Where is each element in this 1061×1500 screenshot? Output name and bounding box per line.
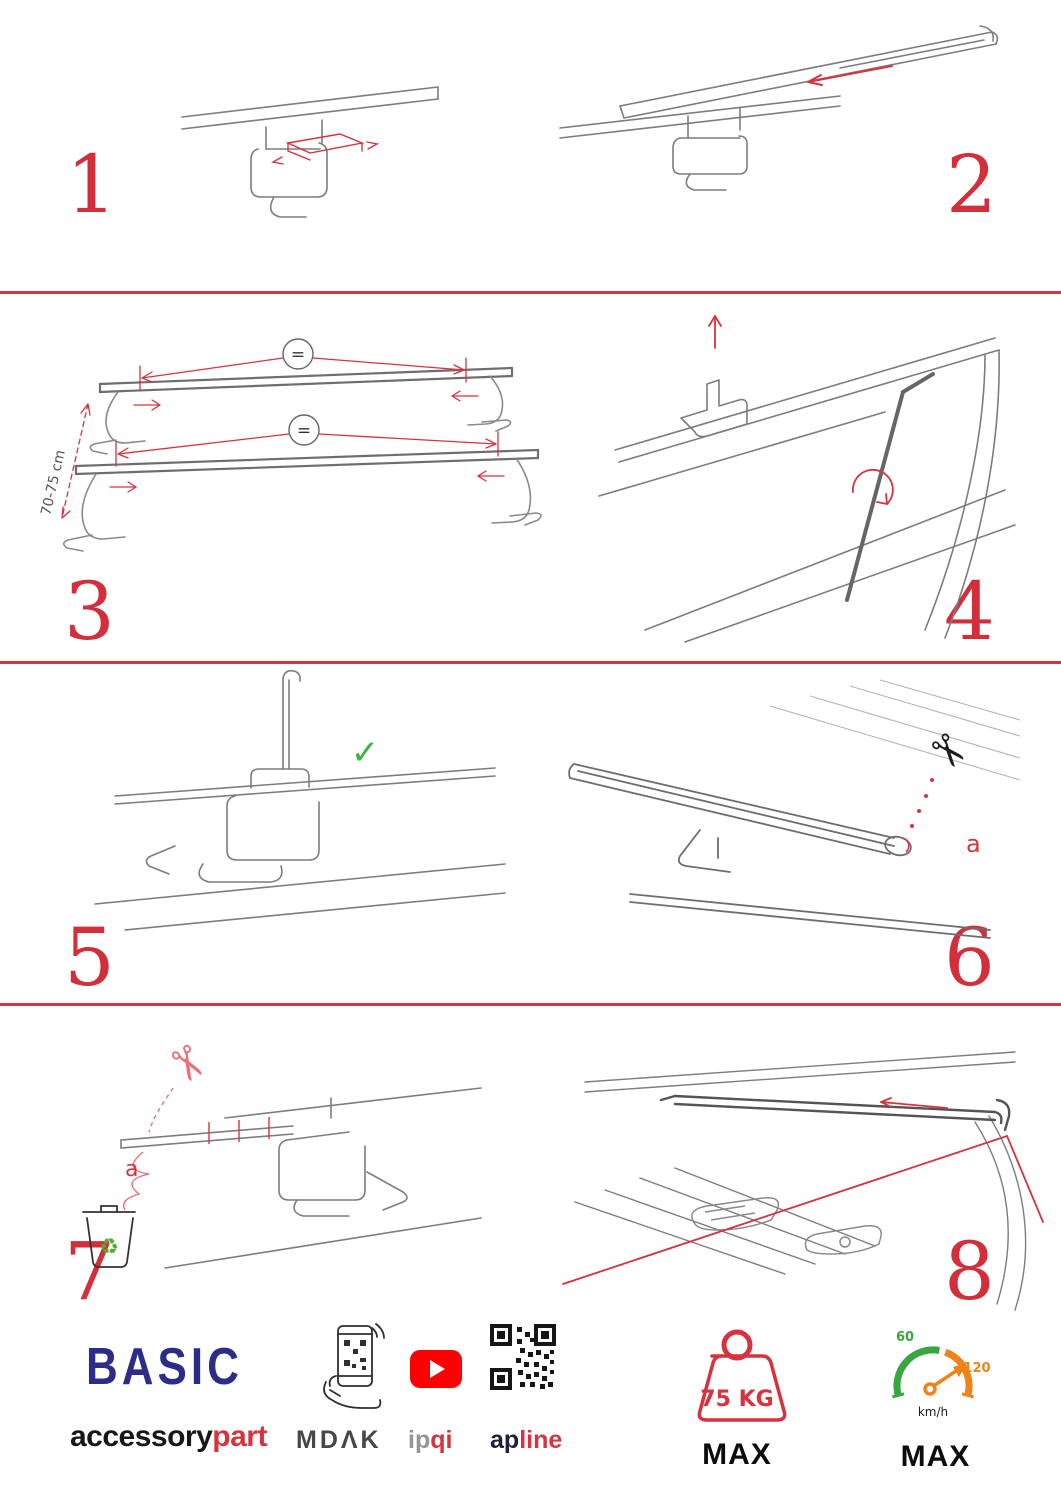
strip-end-highlight (901, 837, 910, 853)
trash-bin-icon (82, 1205, 136, 1268)
brand-wordmark: accessorypart (70, 1420, 267, 1454)
gauge-green-arc (893, 1346, 940, 1397)
crossbars (74, 366, 540, 476)
rail-and-clamp-lines (181, 86, 439, 218)
step-7-number: 7 (64, 1225, 115, 1318)
step-7-drawing: ✂ a ♻ (82, 1034, 482, 1269)
step-2-drawing (559, 25, 999, 191)
partner-apline-label: apline (490, 1426, 562, 1455)
speedometer-icon: 60 120 km/h (892, 1330, 991, 1419)
max-weight-icon: 75 KG (697, 1329, 787, 1422)
roof-and-clamp-lines (598, 337, 1016, 643)
recycle-icon: ♻ (99, 1235, 119, 1260)
roof-lines (574, 1051, 1027, 1311)
apline-red: line (519, 1426, 563, 1454)
slide-direction-arrow (807, 65, 893, 86)
section-divider-1 (0, 291, 1061, 294)
bar-distance-measure (61, 403, 91, 519)
bar-distance-label: 70-75 cm (38, 449, 69, 517)
gauge-high-label: 120 (963, 1361, 990, 1376)
qr-code (490, 1324, 556, 1390)
step-1-number: 1 (66, 138, 117, 231)
strip-and-clamp-lines (120, 1087, 482, 1269)
step-8-number: 8 (944, 1225, 995, 1318)
crossbar-profile (568, 763, 991, 939)
equals-symbol-bottom: = (297, 421, 311, 441)
cut-path (122, 1087, 174, 1211)
cut-label-a: a (966, 830, 981, 858)
ipqi-red: qi (430, 1426, 453, 1454)
bar-and-clamp-lines (559, 25, 999, 191)
mounted-crossbar (659, 1094, 1011, 1132)
scissors-icon: ✂ (154, 1034, 220, 1094)
callout-lines (562, 1097, 1044, 1285)
brand-wordmark-red: part (212, 1420, 267, 1453)
max-weight-label: MAX (702, 1438, 772, 1471)
gauge-orange-tick (961, 1392, 974, 1399)
cut-dots (910, 778, 934, 828)
step-6-number: 6 (944, 911, 995, 1004)
section-divider-2 (0, 661, 1061, 664)
gauge-needle-tip (953, 1363, 967, 1377)
cut-marks (208, 1117, 270, 1144)
clamp-parts (691, 1197, 882, 1255)
max-weight-value: 75 KG (700, 1387, 773, 1412)
insert-and-turn-arrows (708, 315, 894, 505)
cut-label-a: a (125, 1157, 138, 1182)
step-8-drawing (562, 1051, 1044, 1311)
max-speed-label: MAX (900, 1440, 971, 1473)
step-6-drawing: ✂ a (568, 679, 1021, 939)
ipqi-gray: ip (408, 1426, 431, 1454)
partner-ipqi-label: ipqi (408, 1426, 452, 1455)
step-5-number: 5 (64, 911, 115, 1004)
partner-mdak-label: MDΛK (296, 1426, 382, 1454)
dimension-lines (109, 357, 505, 493)
gauge-orange-arc (943, 1348, 973, 1397)
roof-slats (769, 679, 1021, 781)
step-3-drawing: = = 70-75 cm (38, 338, 542, 552)
youtube-icon (410, 1350, 462, 1388)
step-4-drawing (598, 315, 1016, 643)
brand-wordmark-black: accessory (70, 1420, 213, 1453)
checkmark-icon: ✓ (351, 733, 380, 773)
brand-logo: BASIC (86, 1338, 243, 1396)
clamp-assembly-lines (94, 669, 506, 931)
phone-qr-icon (323, 1323, 385, 1409)
equals-symbol-top: = (291, 345, 305, 365)
step-1-drawing (181, 86, 439, 218)
gauge-green-tick (892, 1392, 905, 1399)
rubber-pad-highlight (270, 133, 380, 165)
section-divider-3 (0, 1003, 1061, 1006)
support-feet (62, 375, 542, 552)
gauge-low-label: 60 (896, 1330, 914, 1345)
gauge-unit-label: km/h (918, 1405, 948, 1419)
hex-key (845, 372, 935, 602)
step-2-number: 2 (946, 138, 997, 231)
step-3-number: 3 (64, 565, 115, 658)
equal-spacing-markers: = = (282, 338, 320, 446)
youtube-play-triangle (430, 1360, 445, 1378)
apline-black: ap (490, 1426, 520, 1454)
step-5-drawing: ✓ (94, 669, 506, 931)
step-4-number: 4 (944, 565, 995, 658)
gauge-hub (923, 1382, 937, 1396)
